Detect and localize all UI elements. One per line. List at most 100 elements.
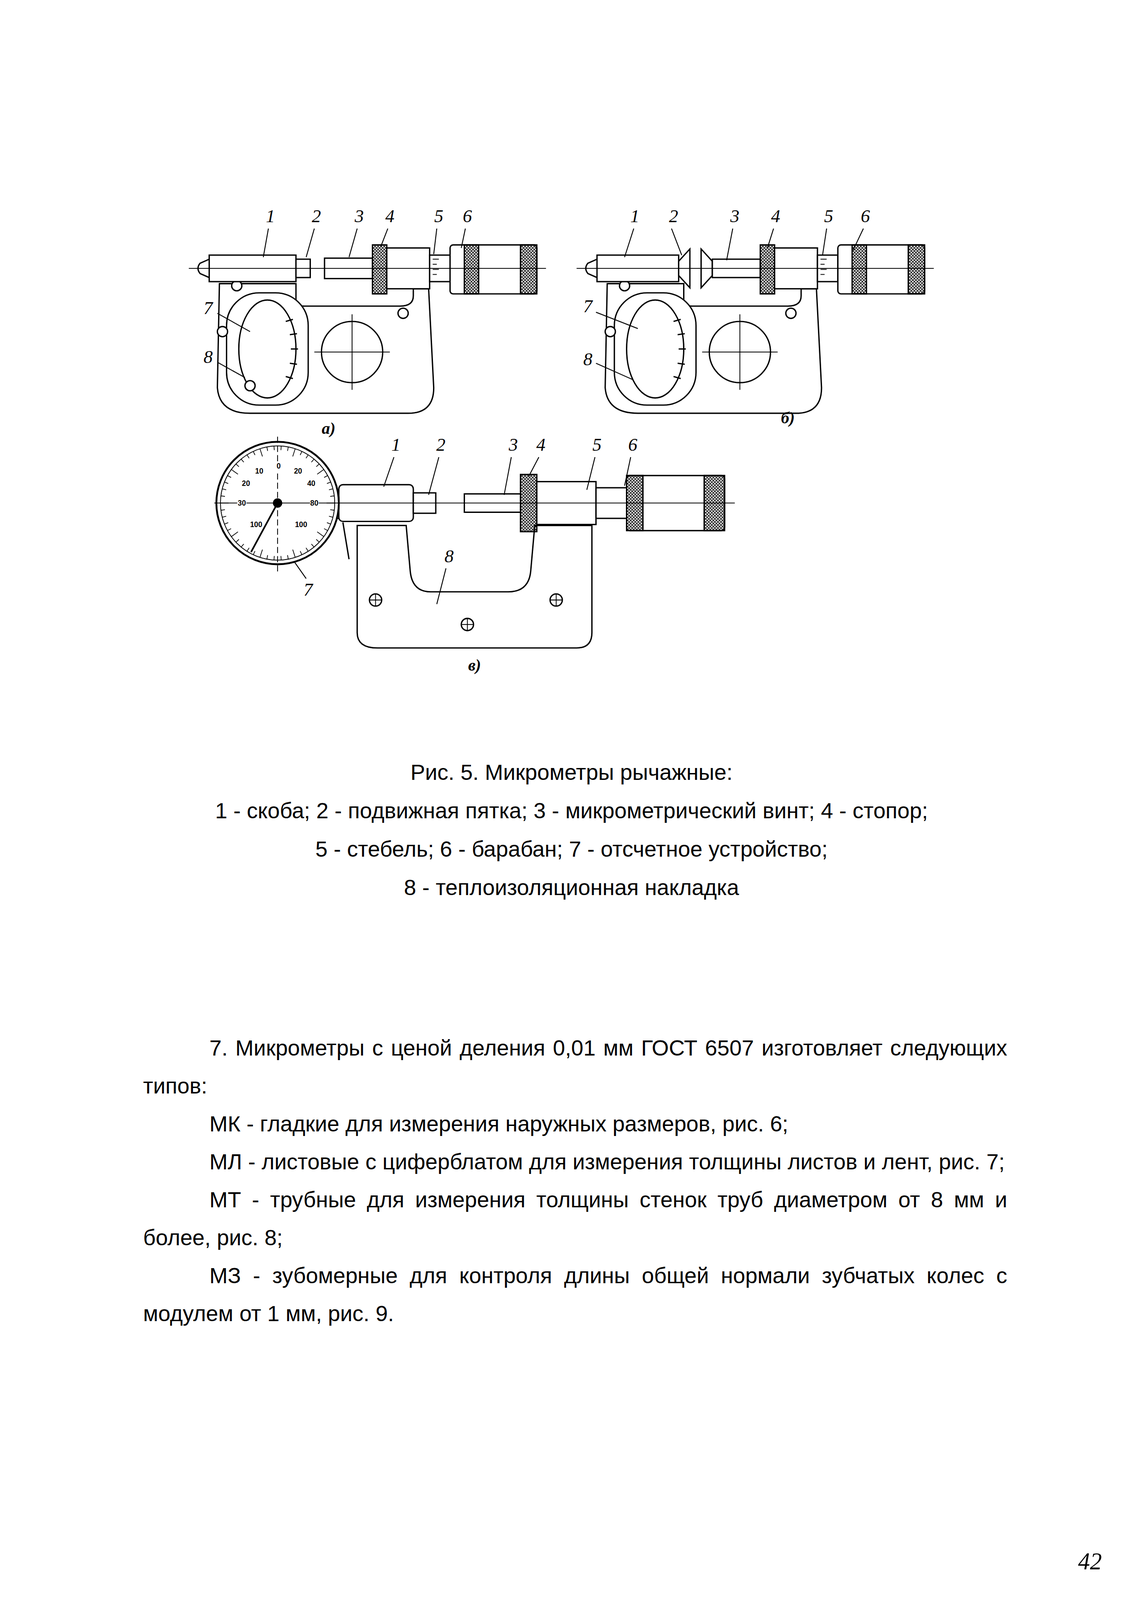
micrometer-b-part-part	[760, 245, 775, 294]
callout-number: 4	[770, 206, 780, 227]
dial-ticks-part	[222, 488, 227, 490]
micrometer-a-part	[449, 245, 537, 294]
micrometer-b-part-part	[576, 267, 934, 269]
body-paragraph: 7. Микрометры с ценой деления 0,01 мм ГО…	[143, 1029, 1008, 1106]
dial-ticks-part	[267, 447, 268, 452]
callout-number: 8	[203, 347, 213, 368]
callout-number: 4	[536, 434, 546, 455]
callout-number: 8	[583, 349, 593, 370]
dial-ticks-part	[329, 488, 334, 490]
micrometer-a-part	[217, 326, 228, 337]
body-paragraph: МЛ - листовые с циферблатом для измерени…	[143, 1143, 1008, 1181]
callout-number: 1	[266, 206, 276, 227]
dial-ticks-part	[287, 447, 289, 452]
micrometer-b-part-part	[908, 245, 925, 294]
body-paragraph: МЗ - зубомерные для контроля длины общей…	[143, 1256, 1008, 1333]
caption-key-line: 1 - скоба; 2 - подвижная пятка; 3 - микр…	[0, 791, 1143, 831]
caption-key-line: 5 - стебель; 6 - барабан; 7 - отсчетное …	[0, 830, 1143, 869]
micrometer-b-part	[596, 228, 864, 380]
dial-ticks-part	[305, 547, 309, 552]
dial-ticks-part	[240, 544, 244, 548]
micrometer-a-part	[238, 299, 296, 398]
micrometer-c	[214, 436, 735, 648]
figure-caption: Рис. 5. Микрометры рычажные:	[0, 753, 1143, 792]
dial-ticks-part	[222, 516, 227, 518]
dial-ticks-part	[280, 555, 282, 561]
callout-number: 5	[592, 434, 602, 455]
callout-number: 2	[668, 206, 679, 227]
micrometer-a-part	[398, 308, 409, 319]
micrometer-c-part	[357, 525, 592, 649]
dial-ticks-part	[235, 464, 240, 467]
micrometer-a-part	[217, 283, 434, 414]
dial-ticks-part	[260, 448, 263, 457]
micrometer-c-part	[369, 593, 563, 631]
callout-number: 7	[583, 296, 593, 317]
micrometer-a-part	[464, 245, 479, 294]
micrometer-a-part	[226, 293, 309, 406]
caption-block: Рис. 5. Микрометры рычажные:1 - скоба; 2…	[0, 753, 1143, 908]
dial-ticks-part	[330, 496, 335, 497]
dial-ticks-part	[235, 539, 240, 543]
subfigure-letter: в)	[468, 656, 481, 675]
dial-ticks-part	[300, 550, 303, 555]
body-paragraph: МТ - трубные для измерения толщины стено…	[143, 1180, 1008, 1257]
micrometer-b-part-part	[605, 283, 822, 414]
dial-ticks-part	[273, 446, 275, 451]
dial-number: 20	[241, 479, 251, 488]
micrometer-b-part-part	[820, 259, 827, 275]
dial-ticks-part	[227, 528, 232, 531]
callout-number: 7	[303, 579, 313, 600]
dial-ticks-part	[292, 549, 296, 558]
dial-ticks-part	[305, 454, 309, 459]
dial-ticks-part	[240, 459, 244, 463]
body-text: 7. Микрометры с ценой деления 0,01 мм ГО…	[143, 1029, 1008, 1333]
micrometer-a-part	[217, 228, 465, 378]
callout-number: 4	[385, 206, 395, 227]
callout-number: 2	[311, 206, 321, 227]
micrometer-c-part	[214, 502, 735, 504]
dial-number: 20	[293, 467, 303, 476]
page-number: 42	[1078, 1548, 1102, 1575]
micrometer-b-part-part	[626, 299, 684, 398]
micrometer-b	[576, 228, 934, 414]
dial-number: 80	[309, 499, 320, 508]
dial-ticks-part	[326, 481, 331, 484]
micrometer-b-part	[576, 245, 934, 414]
caption-key-line: 8 - теплоизоляционная накладка	[0, 868, 1143, 908]
dial-ticks-part	[330, 509, 335, 511]
micrometer-a-part	[314, 314, 390, 390]
callout-number: 6	[462, 206, 472, 227]
dial-ticks-part	[224, 522, 229, 524]
micrometer-c-part	[293, 457, 631, 604]
micrometer-b-part-part	[785, 308, 796, 319]
dial-ticks-part	[287, 555, 289, 560]
dial-ticks-part	[260, 549, 263, 558]
micrometer-a-part	[372, 245, 387, 294]
micrometer-a	[188, 228, 546, 414]
dial-ticks-part	[253, 550, 256, 555]
callout-number: 5	[824, 206, 834, 227]
callout-number: 7	[203, 298, 213, 319]
dial-ticks-part	[231, 469, 238, 475]
dial-ticks-part	[246, 547, 250, 552]
micrometer-b-part-part	[838, 245, 925, 294]
callout-number: 2	[436, 434, 446, 455]
callout-number: 3	[354, 206, 364, 227]
dial-ticks-part	[324, 475, 328, 478]
dial-number: 30	[237, 499, 247, 508]
body-paragraph: МК - гладкие для измерения наружных разм…	[143, 1105, 1008, 1143]
dial-ticks-part	[317, 531, 324, 537]
micrometer-a-part	[285, 319, 299, 379]
callout-number: 8	[444, 546, 454, 567]
dial-ticks-part	[324, 528, 328, 531]
dial-number: 10	[254, 467, 264, 476]
callout-number: 6	[628, 434, 638, 455]
dial-number: 100	[294, 520, 308, 529]
dial-ticks-part	[280, 446, 282, 451]
dial-ticks-part	[326, 522, 331, 524]
dial-ticks-part	[300, 451, 303, 455]
callout-number: 3	[730, 206, 740, 227]
micrometer-b-part-part	[852, 245, 867, 294]
dial-ticks-part	[224, 481, 229, 484]
